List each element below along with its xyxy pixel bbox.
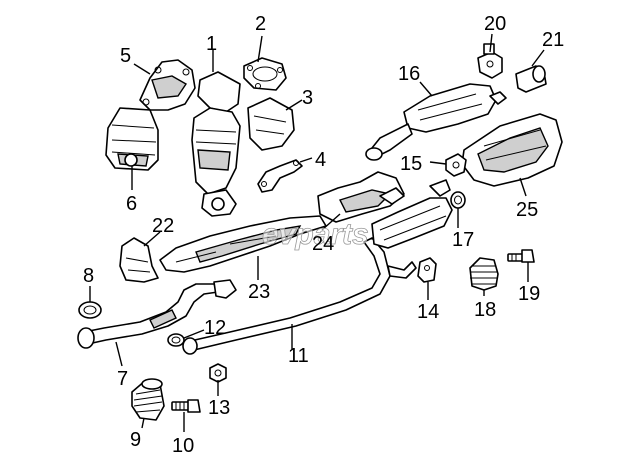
- callout-10: 10: [172, 435, 194, 457]
- part-2-gasket[interactable]: [243, 57, 287, 91]
- part-4-bracket[interactable]: [257, 159, 303, 193]
- part-9-flex-pipe[interactable]: [131, 378, 165, 421]
- callout-6: 6: [126, 193, 137, 215]
- callout-15: 15: [400, 153, 422, 175]
- part-13-nut[interactable]: [209, 363, 227, 383]
- part-6-heat-shield-lower[interactable]: [105, 107, 159, 171]
- part-18-flex-pipe[interactable]: [469, 257, 499, 291]
- part-17-gasket[interactable]: [450, 191, 466, 209]
- part-24-center-heat-shield[interactable]: [317, 171, 405, 223]
- part-21-tailpipe-tip[interactable]: [515, 65, 547, 93]
- callout-19: 19: [518, 283, 540, 305]
- callout-8: 8: [83, 265, 94, 287]
- callout-11: 11: [288, 345, 309, 367]
- callout-17: 17: [452, 229, 474, 251]
- muffler-lower[interactable]: [371, 179, 453, 249]
- callout-21: 21: [542, 29, 564, 51]
- part-1-catalytic-converter[interactable]: [191, 71, 241, 217]
- part-12-gasket[interactable]: [167, 333, 185, 347]
- callout-1: 1: [206, 33, 217, 55]
- part-19-bolt[interactable]: [507, 249, 535, 263]
- callout-numbers: 1 2 3 4 5 6 7 8 9 10 11 12 13 14 15 16 1…: [83, 13, 564, 457]
- part-20-hanger[interactable]: [477, 43, 503, 79]
- part-25-rear-heat-shield[interactable]: [461, 113, 563, 187]
- part-3-heat-shield-bracket[interactable]: [247, 97, 295, 151]
- callout-2: 2: [255, 13, 266, 35]
- part-15-hanger[interactable]: [445, 153, 467, 177]
- part-11-middle-pipe[interactable]: [182, 237, 417, 355]
- callout-3: 3: [302, 87, 313, 109]
- callout-24: 24: [312, 233, 334, 255]
- part-16-resonator[interactable]: [365, 83, 507, 161]
- callout-25: 25: [516, 199, 538, 221]
- callout-9: 9: [130, 429, 141, 451]
- part-22-heat-shield[interactable]: [119, 237, 159, 283]
- part-5-heat-shield-upper[interactable]: [139, 59, 196, 111]
- part-14-hanger[interactable]: [417, 257, 437, 283]
- leader-lines: [89, 33, 545, 432]
- callout-4: 4: [315, 149, 326, 171]
- part-7-front-pipe[interactable]: [77, 279, 237, 349]
- callout-7: 7: [117, 368, 128, 390]
- watermark: evparts: [262, 218, 369, 251]
- callout-12: 12: [204, 317, 226, 339]
- callout-14: 14: [417, 301, 439, 323]
- part-10-bolt[interactable]: [171, 399, 201, 413]
- part-8-gasket[interactable]: [78, 301, 102, 319]
- callout-16: 16: [398, 63, 420, 85]
- callout-5: 5: [120, 45, 131, 67]
- callout-13: 13: [208, 397, 230, 419]
- callout-18: 18: [474, 299, 496, 321]
- callout-20: 20: [484, 13, 506, 35]
- callout-22: 22: [152, 215, 174, 237]
- part-23-floor-heat-shield[interactable]: [159, 215, 327, 273]
- callout-23: 23: [248, 281, 270, 303]
